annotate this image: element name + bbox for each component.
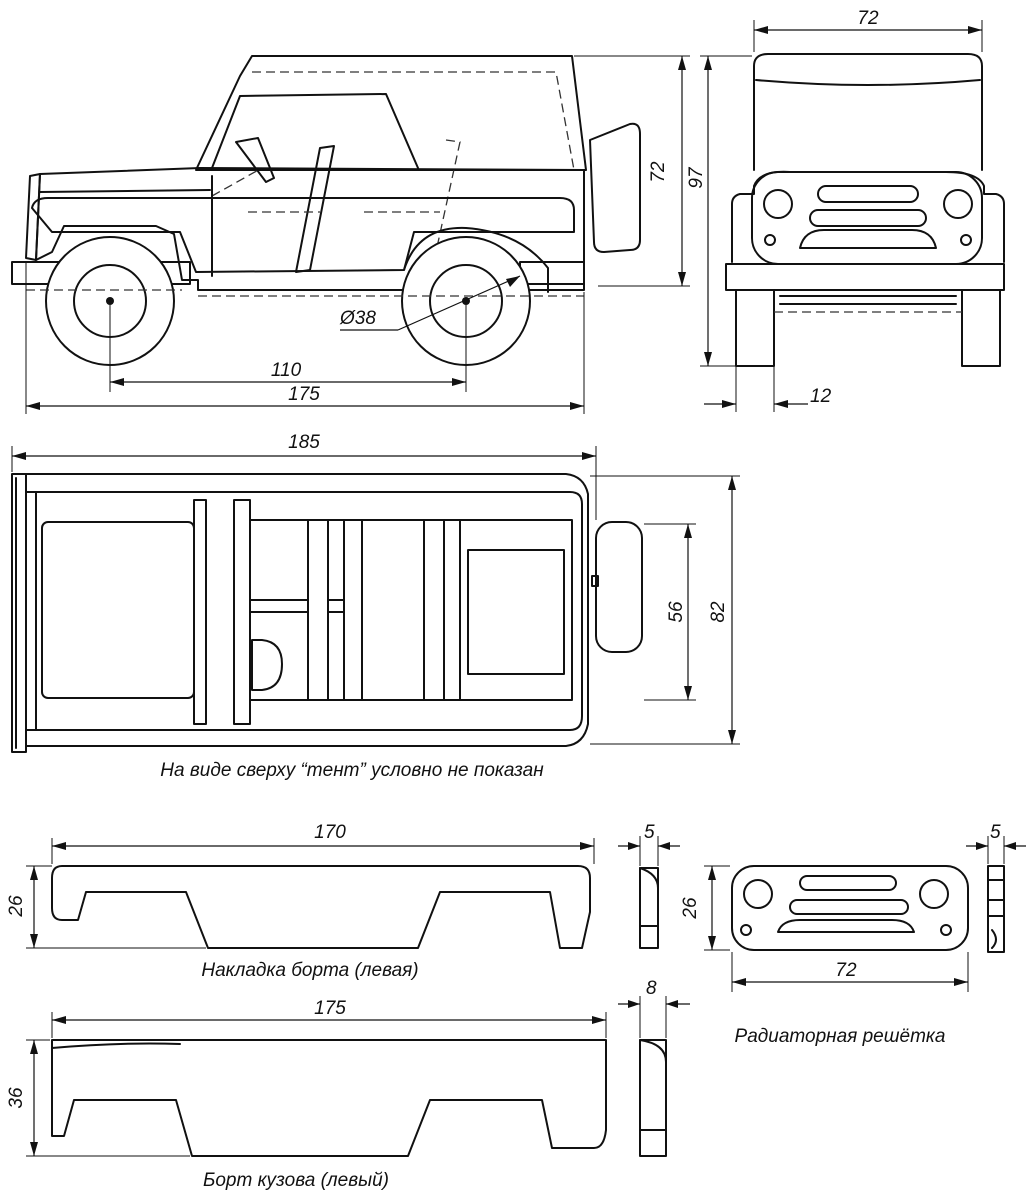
dim-inner-width-label: 56 <box>666 601 687 623</box>
top-driver-seat <box>251 639 283 691</box>
body-side-edge-view <box>639 1039 667 1157</box>
dim-front-width-label: 72 <box>857 8 879 29</box>
door-window <box>211 93 419 169</box>
front-left-tire <box>735 289 775 367</box>
spare-wheel <box>589 122 641 253</box>
dim-overlay-height-label: 26 <box>6 895 27 918</box>
dim-body-side-thickness-label: 8 <box>646 978 657 999</box>
dim-wheel-width-label: 12 <box>810 386 832 407</box>
dim-side-length-label: 175 <box>288 384 320 405</box>
soft-top <box>195 55 587 171</box>
front-seat-back <box>295 145 335 273</box>
dim-overall-length: 185 <box>11 432 597 520</box>
dim-body-side-thickness: 8 <box>618 978 690 1038</box>
top-front-bumper <box>11 473 27 753</box>
dim-grille-width-label: 72 <box>835 960 857 981</box>
dim-overall-length-label: 185 <box>288 432 320 453</box>
radiator-grille-caption: Радиаторная решётка <box>735 1026 946 1047</box>
dim-grille-thickness-label: 5 <box>990 822 1001 843</box>
dim-wheelbase-label: 110 <box>271 360 302 381</box>
body-side-profile <box>51 1039 607 1157</box>
top-view: 185 56 82 На виде сверху “тент” условно … <box>11 432 740 781</box>
dim-body-height-label: 72 <box>648 161 669 183</box>
dim-wheel-diameter: Ø38 <box>339 275 521 331</box>
dim-body-side-height-label: 36 <box>6 1087 27 1109</box>
top-hood-compartment <box>41 521 195 699</box>
top-body-outline <box>25 473 589 747</box>
grille-plate <box>731 865 969 951</box>
radiator-grille-part: 26 72 5 Радиаторная решётка <box>680 822 1026 1047</box>
front-bumper-front-view <box>725 263 1005 291</box>
grille-edge-view <box>987 865 1005 953</box>
dim-overall-width: 82 <box>590 475 740 745</box>
body-outline <box>35 167 585 291</box>
dim-total-height: 97 <box>686 55 752 367</box>
dim-overlay-thickness: 5 <box>618 822 680 866</box>
body-side-part: 175 36 8 Борт кузова (левый) <box>6 978 690 1191</box>
dim-overlay-height: 26 <box>6 865 206 949</box>
dim-body-height: 72 <box>574 55 690 287</box>
front-view: 72 97 12 <box>686 8 1005 412</box>
dim-inner-width: 56 <box>644 523 696 701</box>
dim-total-height-label: 97 <box>686 166 707 189</box>
dim-front-width: 72 <box>753 8 983 52</box>
side-overlay-edge-view <box>639 867 659 949</box>
side-overlay-profile <box>51 865 591 949</box>
dim-overlay-length: 170 <box>51 822 595 864</box>
top-spare-wheel <box>595 521 643 653</box>
dim-wheel-width: 12 <box>704 366 832 412</box>
side-view: Ø38 110 175 72 <box>11 55 690 414</box>
dim-wheelbase: 110 <box>109 305 467 392</box>
body-side-caption: Борт кузова (левый) <box>203 1170 389 1191</box>
dim-overlay-thickness-label: 5 <box>644 822 655 843</box>
side-overlay-on-body <box>31 197 575 273</box>
dim-side-length: 175 <box>25 262 585 414</box>
dim-grille-height-label: 26 <box>680 897 701 920</box>
dim-overall-width-label: 82 <box>708 601 729 623</box>
dim-body-side-height: 36 <box>6 1039 190 1157</box>
left-headlight <box>763 189 793 219</box>
front-right-tire <box>961 289 1001 367</box>
side-overlay-caption: Накладка борта (левая) <box>201 960 418 981</box>
side-overlay-part: 170 26 5 Накладка борта (левая) <box>6 822 680 981</box>
steering-wheel <box>235 137 275 183</box>
dim-grille-height: 26 <box>680 865 730 951</box>
right-headlight <box>943 189 973 219</box>
dim-grille-thickness: 5 <box>966 822 1026 864</box>
dim-overlay-length-label: 170 <box>314 822 346 843</box>
rear-bumper <box>519 261 585 285</box>
dim-body-side-length-label: 175 <box>314 998 346 1019</box>
dim-body-side-length: 175 <box>51 998 607 1038</box>
dim-grille-width: 72 <box>731 952 969 992</box>
front-soft-top <box>753 53 983 171</box>
top-view-caption: На виде сверху “тент” условно не показан <box>160 760 544 781</box>
dim-wheel-diameter-label: Ø38 <box>339 308 376 329</box>
